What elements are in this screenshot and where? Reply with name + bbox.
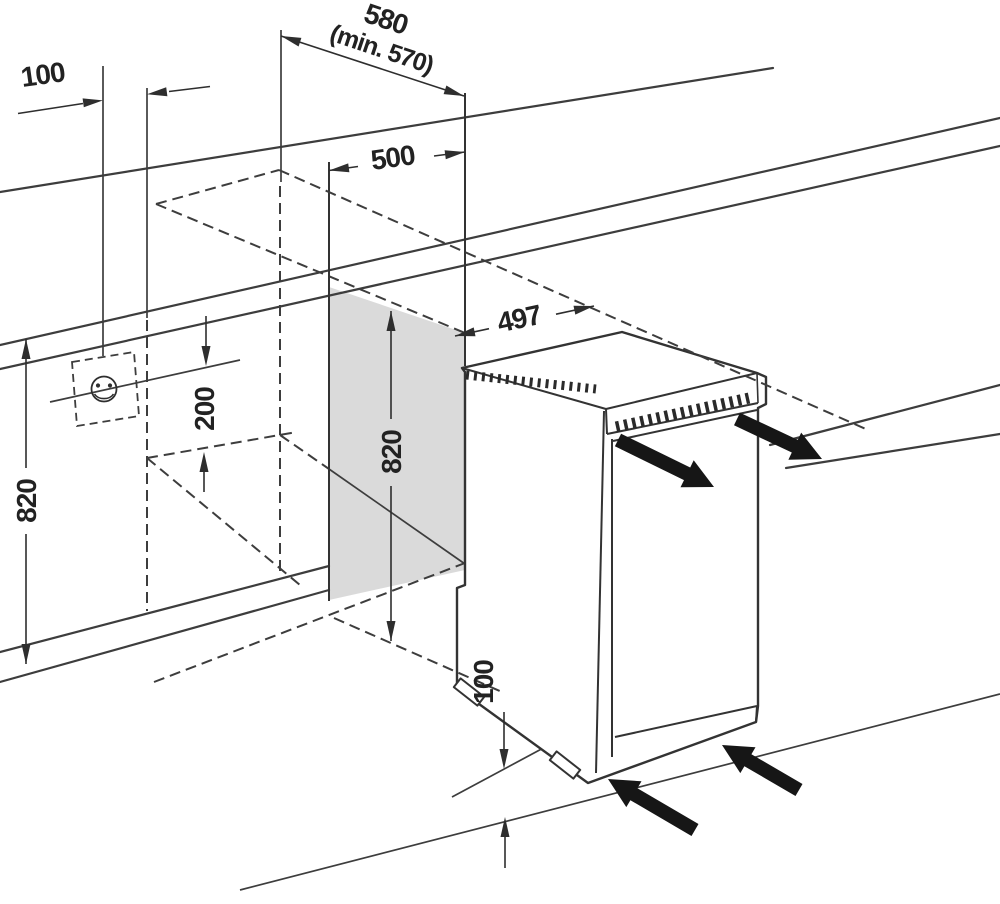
niche-top-left-depth-edge-dashed [155, 203, 466, 334]
vent-grille-slots-top [465, 370, 597, 394]
dim-socket-zone: 200 [189, 316, 220, 492]
arrowhead-icon [21, 644, 31, 664]
dim-wall-height-left: 820 [11, 339, 42, 664]
arrowhead-icon [500, 817, 510, 837]
vent-grille-bottom-edge [606, 402, 759, 435]
floor-wall-junction-right [768, 383, 1000, 447]
socket-pin-right [107, 383, 113, 388]
base-right-edge [755, 705, 758, 723]
scene-lines [0, 66, 1000, 891]
dim-base-clearance-label: 100 [468, 660, 499, 704]
push-direction-arrows [608, 412, 822, 836]
arrowhead-icon [386, 311, 396, 331]
arrowhead-icon [147, 87, 168, 97]
dim-counter-depth: 580 (min. 570) [280, 0, 465, 97]
arrowhead-icon [329, 163, 350, 173]
dim-appliance-width-label: 497 [494, 299, 544, 339]
arrowhead-icon [201, 346, 211, 366]
socket-reference-line [49, 359, 241, 403]
niche-hidden-edges [146, 169, 466, 683]
appliance [452, 330, 768, 785]
socket-earth-arc [93, 393, 115, 400]
airflow-arrow-top-right [734, 412, 822, 460]
power-socket [71, 350, 140, 428]
dim-socket-zone-label: 200 [189, 387, 220, 431]
dim-niche-height-label: 820 [376, 430, 407, 474]
arrowhead-icon [386, 621, 396, 641]
dim-niche-width-label: 500 [369, 139, 417, 176]
appliance-top-left-edge [461, 367, 607, 410]
arrowhead-icon [281, 36, 302, 47]
power-socket-icon [90, 375, 118, 403]
niche-floor-right-edge-dashed [279, 434, 330, 470]
dim-wall-height-left-label: 820 [11, 479, 42, 523]
arrowhead-icon [199, 452, 209, 472]
worktop-front-bottom-edge [0, 144, 1000, 371]
dim-niche-width: 500 [328, 139, 466, 176]
vent-grille-top-edge [605, 372, 758, 410]
door-top-edge [612, 409, 758, 442]
socket-outline [90, 375, 118, 403]
niche-side-wall-shading [329, 287, 465, 600]
extension-lines [102, 30, 466, 601]
dim-offset-line-right [168, 85, 211, 93]
floor-baseboard-right [784, 432, 1000, 470]
airflow-arrow-door [614, 433, 714, 488]
niche-wall-floor-junction [328, 468, 466, 565]
niche-top-back-edge-dashed [155, 169, 280, 205]
floor-baseboard-left [0, 588, 331, 684]
door-bottom-edge [614, 705, 758, 738]
vent-grille-slots-front [614, 392, 751, 433]
niche-floor-back-edge-dashed [146, 431, 298, 459]
cabinet-front-left-edge [595, 410, 605, 774]
dim-niche-height: 820 [376, 311, 407, 641]
floor-wall-junction-left [0, 564, 331, 654]
arrowhead-icon [21, 339, 31, 359]
dim-appliance-width: 497 [454, 299, 595, 339]
dim-offset-line-left [17, 102, 84, 115]
socket-pin-left [95, 383, 101, 388]
adjustable-foot-front [548, 750, 582, 780]
vent-grille-end-cap [756, 372, 759, 404]
niche-top-right-depth-edge-dashed [278, 169, 869, 431]
arrowhead-icon [499, 749, 509, 769]
arrowhead-icon [455, 327, 476, 337]
niche-floor-left-edge-dashed [146, 457, 301, 586]
arrowhead-icon [82, 98, 103, 108]
arrowhead-icon [573, 305, 594, 315]
push-in-arrow-bottom-left [608, 779, 699, 836]
adjustable-foot-rear [452, 677, 486, 707]
niche-floor-front-edge-dashed [153, 562, 466, 683]
niche-floor-edge-extension-dashed [333, 617, 503, 693]
socket-zone-dashed-box [71, 350, 140, 428]
worktop-front-top-edge [0, 116, 1000, 347]
wall-top-line [0, 66, 775, 194]
arrowhead-icon [444, 150, 465, 160]
dim-counter-depth-line [280, 35, 465, 97]
dim-side-wall-offset-label: 100 [19, 56, 67, 93]
arrowhead-icon [443, 85, 464, 96]
dim-side-wall-offset: 100 [17, 56, 211, 115]
push-in-arrow-bottom-right [722, 745, 803, 796]
vent-grille-left-edge [605, 408, 608, 435]
dim-base-clearance: 100 [468, 660, 510, 868]
